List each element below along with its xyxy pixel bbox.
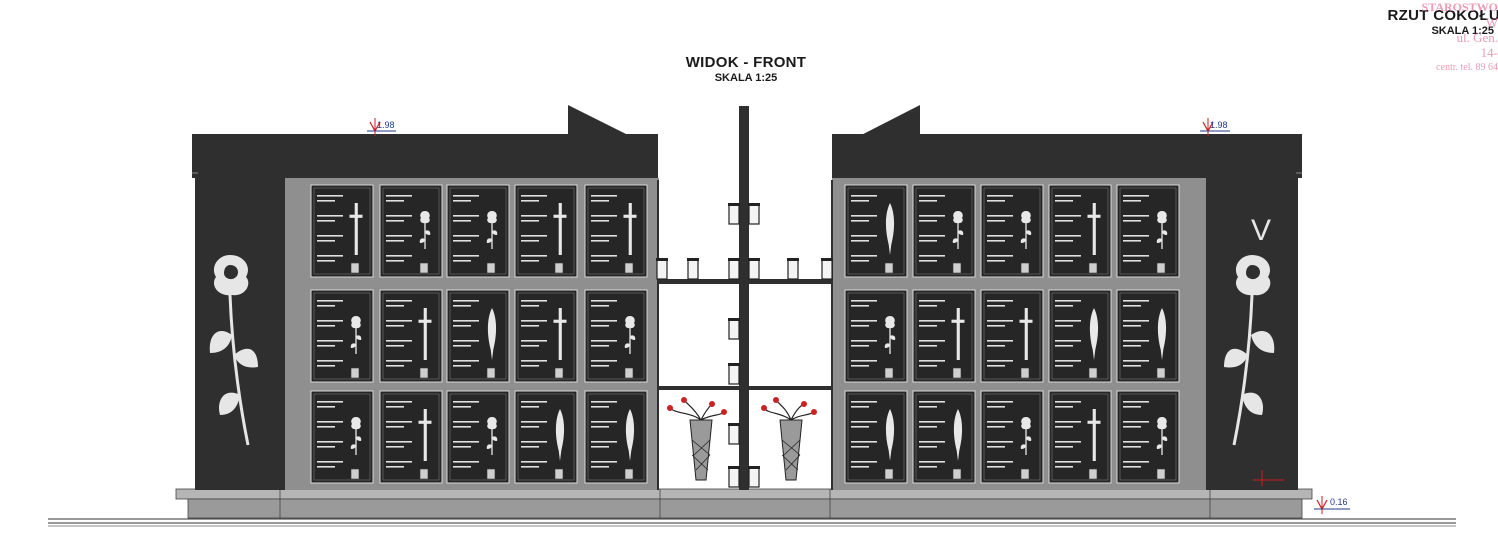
lantern: [728, 466, 740, 488]
niche-plaque: [379, 390, 443, 484]
niche-plaque: [514, 184, 578, 278]
lantern: [687, 258, 699, 280]
lantern: [728, 363, 740, 385]
niche-plaque: [844, 289, 908, 383]
niche-plaque: [584, 390, 648, 484]
niche-plaque: [1048, 390, 1112, 484]
niche-plaque: [446, 184, 510, 278]
rose-ornament-left: [209, 255, 258, 446]
niche-plaque: [1116, 390, 1180, 484]
niche-plaque: [584, 289, 648, 383]
level-label: 0.16: [1330, 497, 1348, 507]
lantern: [748, 466, 760, 488]
plaques-group: [310, 184, 1180, 484]
lantern: [787, 258, 799, 280]
niche-plaque: [1048, 289, 1112, 383]
niche-plaque: [912, 184, 976, 278]
niche-plaque: [446, 390, 510, 484]
plinth: [175, 488, 1313, 519]
niche-plaque: [584, 184, 648, 278]
front-view-title: WIDOK - FRONT: [685, 54, 807, 71]
niche-plaque: [1048, 184, 1112, 278]
plinth-plan-scale: SKALA 1:25: [1431, 25, 1494, 37]
niche-plaque: [514, 289, 578, 383]
niche-plaque: [1116, 289, 1180, 383]
lantern: [728, 203, 740, 225]
front-view-title-block: WIDOK - FRONT SKALA 1:25: [646, 54, 846, 84]
level-label: 1.98: [377, 120, 395, 130]
niche-plaque: [514, 390, 578, 484]
office-stamp: STAROSTWO W ul. Gen. 14- centr. tel. 89 …: [1398, 0, 1498, 75]
lantern: [728, 423, 740, 445]
niche-plaque: [980, 289, 1044, 383]
front-view-scale: SKALA 1:25: [714, 72, 778, 84]
stamp-line: STAROSTWO: [1421, 0, 1498, 14]
stamp-line: centr. tel. 89 64: [1436, 62, 1498, 73]
niche-plaque: [980, 390, 1044, 484]
niche-plaque: [912, 289, 976, 383]
niche-plaque: [379, 289, 443, 383]
niche-plaque: [379, 184, 443, 278]
vase-right: [761, 397, 817, 481]
vase-left: [667, 397, 727, 481]
niche-plaque: [844, 390, 908, 484]
stamp-line: ul. Gen.: [1456, 30, 1498, 45]
niche-plaque: [980, 184, 1044, 278]
side-letter: V: [1251, 214, 1271, 247]
level-marker-base: 0.16: [1314, 496, 1350, 514]
lantern: [728, 318, 740, 340]
rose-ornament-right: [1224, 255, 1275, 446]
level-marker-inner: [1253, 470, 1284, 486]
lantern: [821, 258, 833, 280]
level-marker-top-left: 1.98: [367, 118, 396, 136]
lantern: [656, 258, 668, 280]
niche-plaque: [310, 184, 374, 278]
niche-plaque: [446, 289, 510, 383]
ground-line: [48, 518, 1456, 527]
niche-plaque: [912, 390, 976, 484]
niche-plaque: [844, 184, 908, 278]
niche-plaque: [310, 289, 374, 383]
stamp-line: 14-: [1480, 45, 1498, 60]
level-label: 1.98: [1210, 120, 1228, 130]
level-marker-top-right: 1.98: [1200, 118, 1230, 136]
stamp-line: W: [1485, 15, 1498, 30]
niche-plaque: [310, 390, 374, 484]
plinth-plan-title-block: RZUT COKOŁU SKALA 1:25: [1340, 7, 1498, 37]
lanterns-group: [656, 203, 833, 488]
plinth-plan-title: RZUT COKOŁU: [1387, 7, 1498, 24]
lantern: [748, 258, 760, 280]
lantern: [748, 203, 760, 225]
center-opening: [657, 106, 833, 490]
niche-plaque: [1116, 184, 1180, 278]
lantern: [728, 258, 740, 280]
